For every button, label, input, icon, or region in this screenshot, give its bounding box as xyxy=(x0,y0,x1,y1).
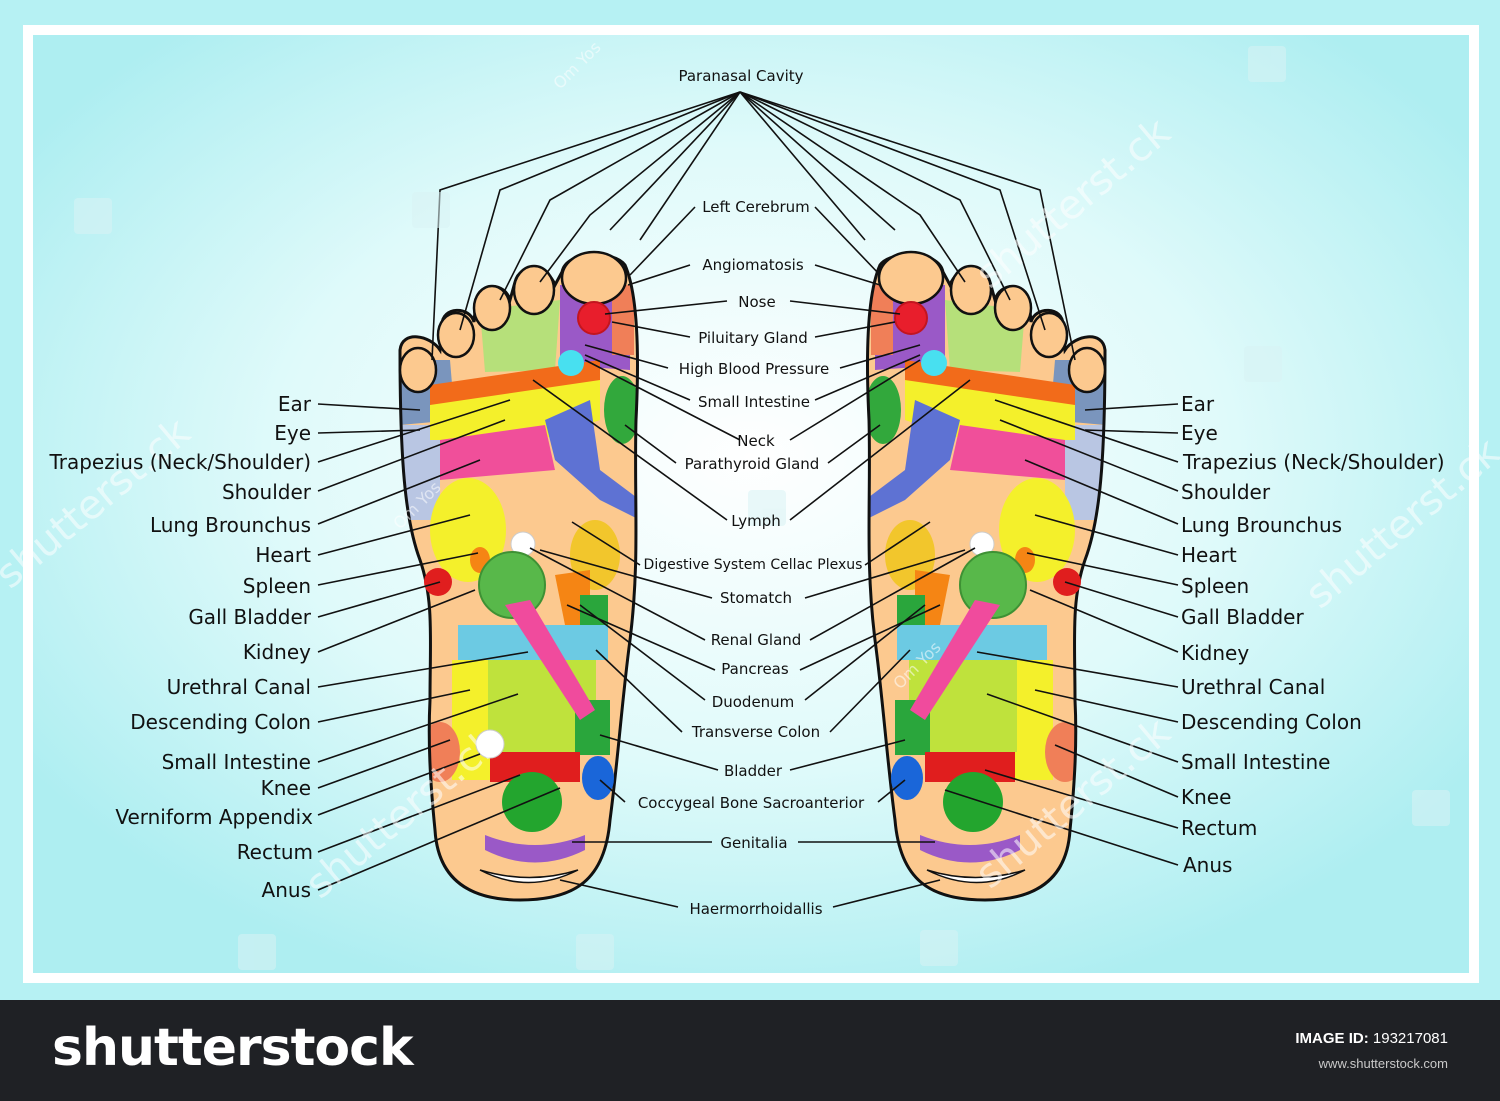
label-high-blood-pressure: High Blood Pressure xyxy=(679,360,829,378)
label-duodenum: Duodenum xyxy=(712,693,795,711)
label-angiomatosis: Angiomatosis xyxy=(702,256,803,274)
label-bladder: Bladder xyxy=(724,762,783,780)
right-foot xyxy=(865,250,1107,902)
leader-lines xyxy=(317,91,1179,908)
label-left-ear: Ear xyxy=(278,392,312,416)
label-right-knee: Knee xyxy=(1181,785,1231,809)
label-lymph: Lymph xyxy=(731,512,781,530)
label-paranasal-cavity: Paranasal Cavity xyxy=(678,67,803,85)
label-left-urethral-canal: Urethral Canal xyxy=(167,675,311,699)
label-nose: Nose xyxy=(738,293,775,311)
label-right-rectum: Rectum xyxy=(1181,816,1257,840)
label-right-lung: Lung Brounchus xyxy=(1181,513,1342,537)
label-left-spleen: Spleen xyxy=(243,574,311,598)
label-coccygeal-bone: Coccygeal Bone Sacroanterior xyxy=(638,794,865,812)
label-digestive-system: Digestive System Cellac Plexus xyxy=(644,557,863,573)
center-labels: Left Cerebrum Angiomatosis Nose Piluitar… xyxy=(638,198,865,918)
label-right-spleen: Spleen xyxy=(1181,574,1249,598)
label-genitalia: Genitalia xyxy=(720,834,787,852)
image-id-label: IMAGE ID: xyxy=(1295,1030,1369,1047)
label-piluitary-gland: Piluitary Gland xyxy=(698,329,808,347)
left-foot xyxy=(398,250,640,902)
label-left-lung: Lung Brounchus xyxy=(150,513,311,537)
label-left-shoulder: Shoulder xyxy=(222,480,312,504)
label-left-heart: Heart xyxy=(255,543,311,567)
label-left-small-intestine: Small Intestine xyxy=(162,750,311,774)
label-left-cerebrum: Left Cerebrum xyxy=(702,198,810,216)
label-left-rectum: Rectum xyxy=(237,840,313,864)
label-left-gall-bladder: Gall Bladder xyxy=(188,605,311,629)
label-right-ear: Ear xyxy=(1181,392,1215,416)
label-pancreas: Pancreas xyxy=(721,660,789,678)
shutterstock-logo: shutterstock xyxy=(52,1018,414,1078)
image-id: IMAGE ID: 193217081 xyxy=(1295,1030,1448,1047)
label-right-trapezius: Trapezius (Neck/Shoulder) xyxy=(1182,450,1445,474)
label-haermorrhoidallis: Haermorrhoidallis xyxy=(689,900,822,918)
reflexology-foot-diagram: Om Yos Om Yos Om Yos shutterst.ck shutte… xyxy=(0,25,1500,983)
label-stomatch: Stomatch xyxy=(720,589,792,607)
label-left-trapezius: Trapezius (Neck/Shoulder) xyxy=(48,450,311,474)
stock-url: www.shutterstock.com xyxy=(1318,1056,1448,1071)
left-labels: Ear Eye Trapezius (Neck/Shoulder) Should… xyxy=(48,392,313,902)
label-left-anus: Anus xyxy=(262,878,311,902)
label-left-knee: Knee xyxy=(261,776,311,800)
label-left-kidney: Kidney xyxy=(243,640,311,664)
label-right-small-intestine: Small Intestine xyxy=(1181,750,1330,774)
label-neck: Neck xyxy=(737,432,775,450)
label-transverse-colon: Transverse Colon xyxy=(691,723,820,741)
label-right-gall-bladder: Gall Bladder xyxy=(1181,605,1304,629)
label-right-descending-colon: Descending Colon xyxy=(1181,710,1362,734)
label-left-verniform-appendix: Verniform Appendix xyxy=(115,805,313,829)
label-right-kidney: Kidney xyxy=(1181,641,1249,665)
label-renal-gland: Renal Gland xyxy=(711,631,802,649)
image-id-value: 193217081 xyxy=(1372,1030,1448,1047)
stock-footer: shutterstock IMAGE ID: 193217081 www.shu… xyxy=(0,1000,1500,1101)
label-right-shoulder: Shoulder xyxy=(1181,480,1271,504)
right-labels: Ear Eye Trapezius (Neck/Shoulder) Should… xyxy=(1181,392,1445,877)
label-right-urethral-canal: Urethral Canal xyxy=(1181,675,1325,699)
label-small-intestine-center: Small Intestine xyxy=(698,393,810,411)
label-right-eye: Eye xyxy=(1181,421,1218,445)
label-left-eye: Eye xyxy=(274,421,311,445)
label-left-descending-colon: Descending Colon xyxy=(130,710,311,734)
label-parathyroid-gland: Parathyroid Gland xyxy=(685,455,820,473)
label-right-heart: Heart xyxy=(1181,543,1237,567)
label-right-anus: Anus xyxy=(1183,853,1232,877)
